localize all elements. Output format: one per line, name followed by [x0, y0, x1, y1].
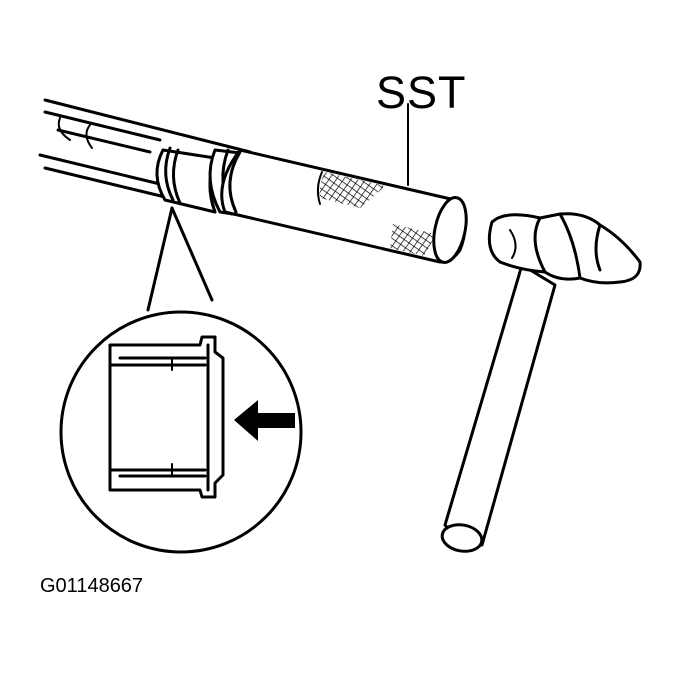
- sst-tool: [220, 103, 468, 264]
- shaft-housing: [38, 98, 252, 199]
- left-arrow-icon: [234, 400, 295, 441]
- sst-label: SST: [376, 67, 467, 118]
- hammer-icon: [440, 212, 642, 553]
- bushing-detail: [108, 335, 225, 499]
- figure-id: G01148667: [40, 575, 144, 597]
